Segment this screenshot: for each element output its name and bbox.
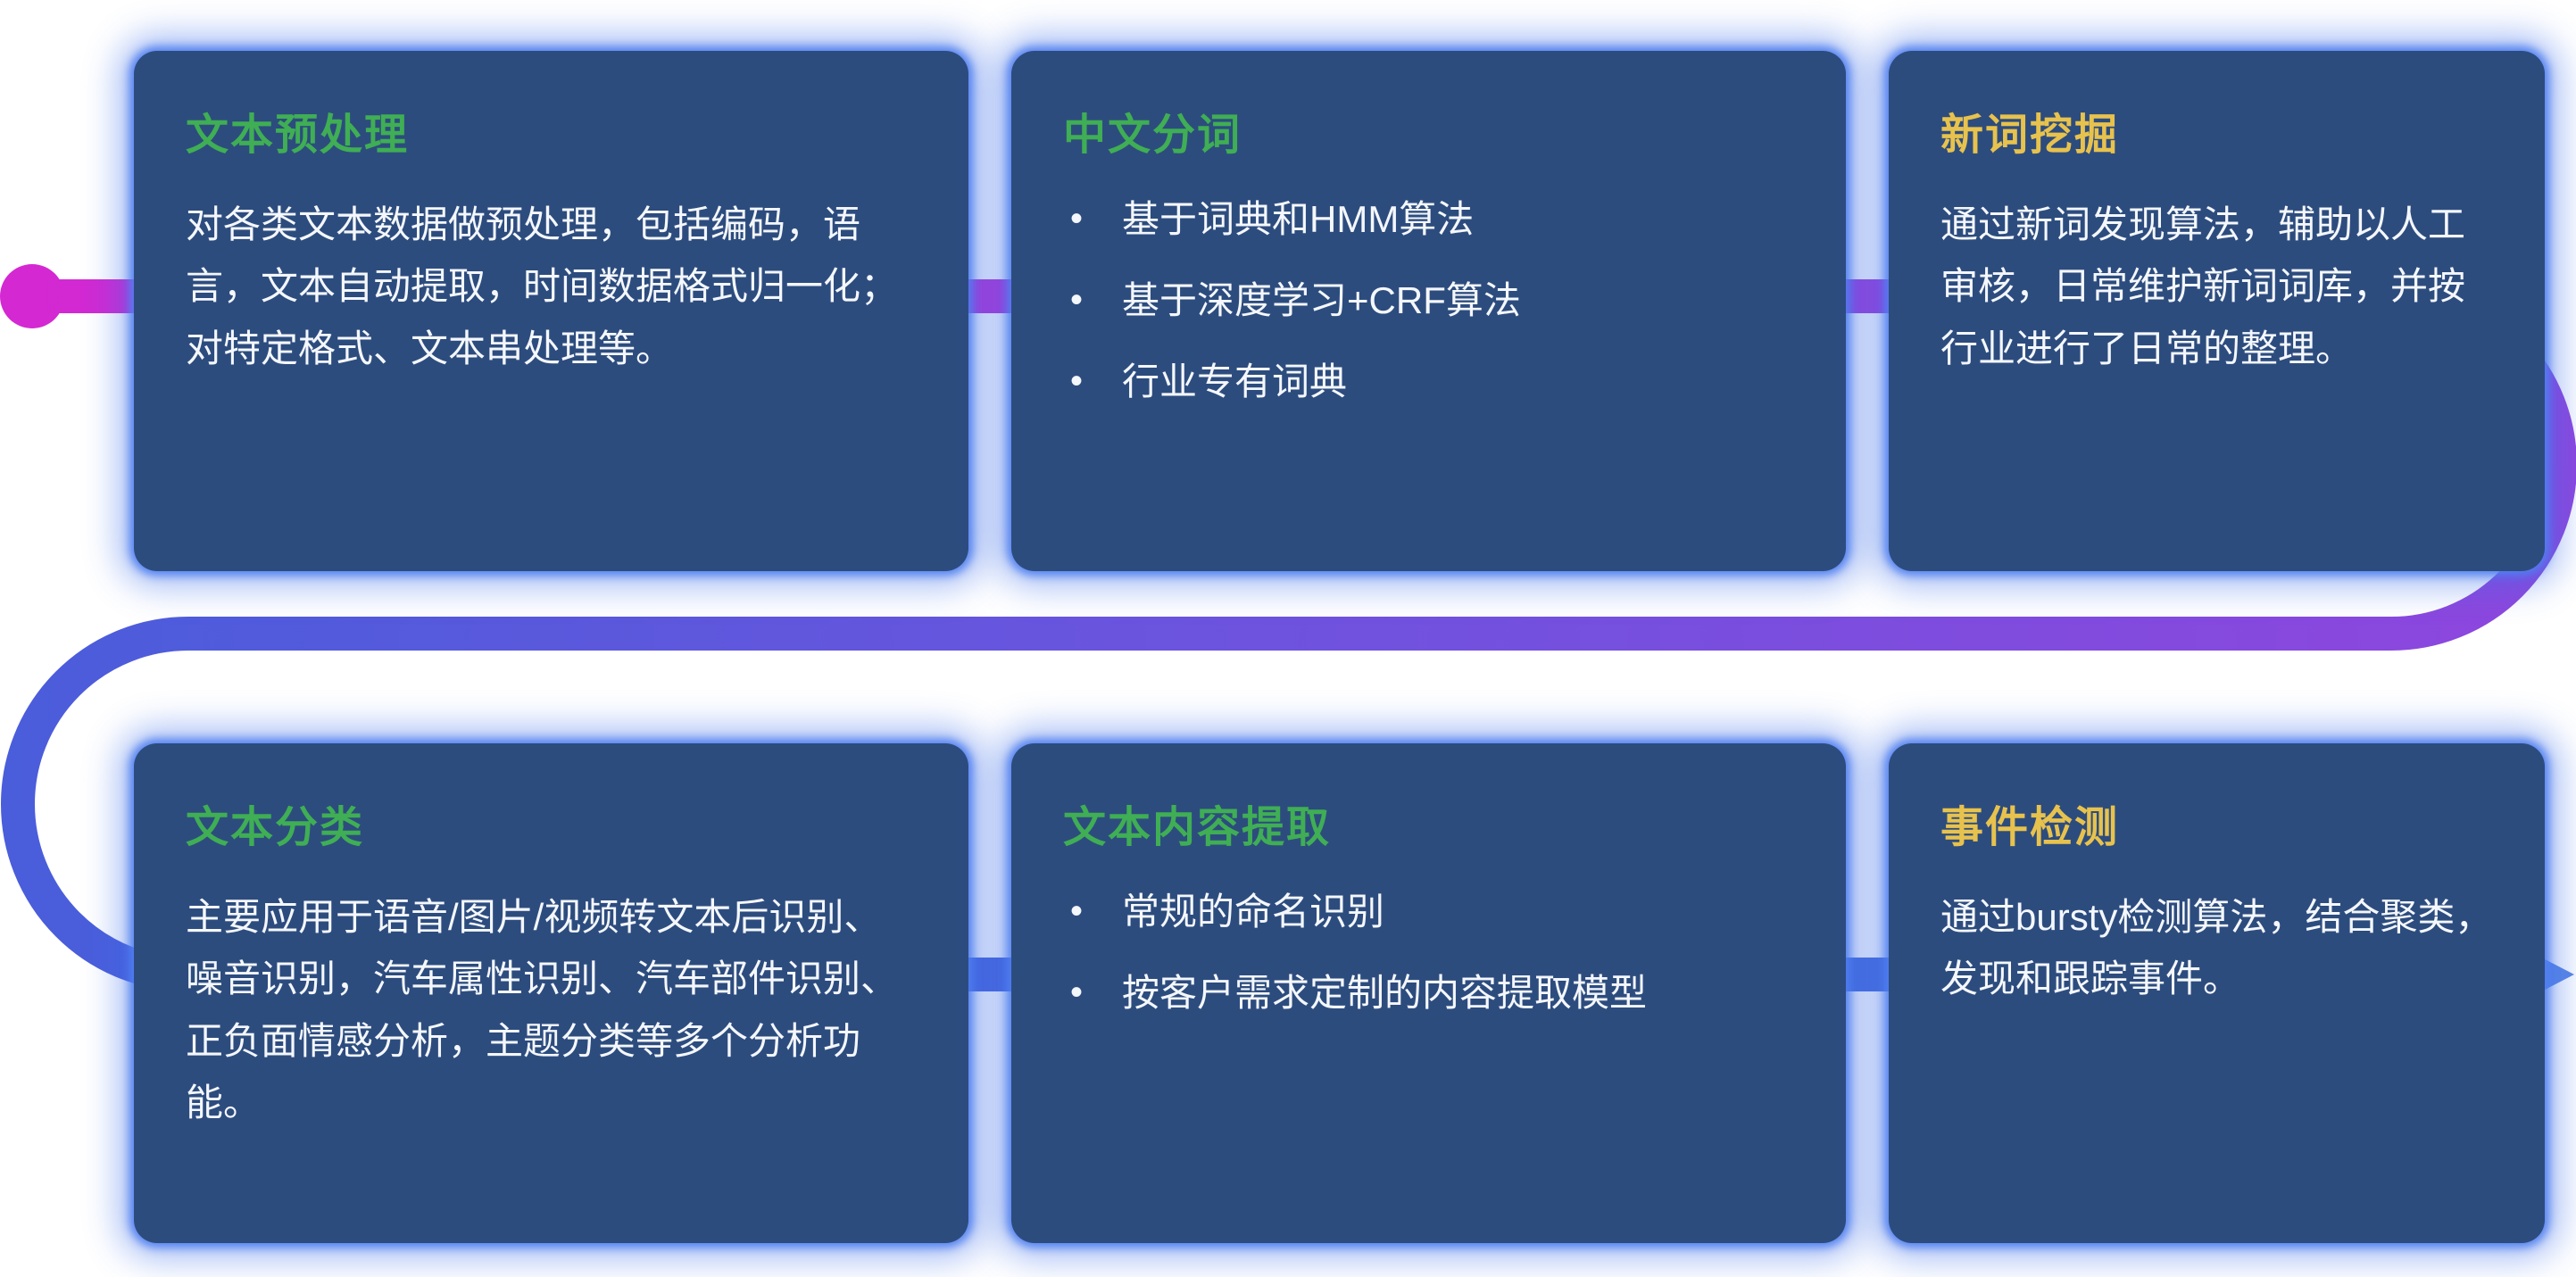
card-bullet-list: 常规的命名识别 按客户需求定制的内容提取模型 xyxy=(1063,886,1794,1020)
card-body: 主要应用于语音/图片/视频转文本后识别、噪音识别，汽车属性识别、汽车部件识别、正… xyxy=(186,896,899,1124)
card-body: 通过新词发现算法，辅助以人工审核，日常维护新词词库，并按行业进行了日常的整理。 xyxy=(1940,203,2466,369)
card-title: 文本内容提取 xyxy=(1063,804,1332,851)
bullet-text: 按客户需求定制的内容提取模型 xyxy=(1122,971,1648,1014)
bullet-item: 按客户需求定制的内容提取模型 xyxy=(1063,967,1794,1020)
card-chinese-word-segmentation: 中文分词 基于词典和HMM算法 基于深度学习+CRF算法 行业专有词典 xyxy=(1011,51,1846,571)
card-title: 文本预处理 xyxy=(186,112,410,159)
card-body: 对各类文本数据做预处理，包括编码，语言，文本自动提取，时间数据格式归一化；对特定… xyxy=(186,203,899,369)
card-event-detection: 事件检测 通过bursty检测算法，结合聚类，发现和跟踪事件。 xyxy=(1889,743,2545,1243)
bullet-text: 常规的命名识别 xyxy=(1122,891,1385,933)
bullet-text: 行业专有词典 xyxy=(1122,360,1348,402)
bullet-text: 基于深度学习+CRF算法 xyxy=(1122,278,1521,321)
bullet-item: 基于深度学习+CRF算法 xyxy=(1063,275,1794,328)
bullet-item: 常规的命名识别 xyxy=(1063,886,1794,939)
card-title: 中文分词 xyxy=(1063,112,1242,159)
card-text-classification: 文本分类 主要应用于语音/图片/视频转文本后识别、噪音识别，汽车属性识别、汽车部… xyxy=(134,743,968,1243)
card-new-word-mining: 新词挖掘 通过新词发现算法，辅助以人工审核，日常维护新词词库，并按行业进行了日常… xyxy=(1889,51,2545,571)
card-title: 事件检测 xyxy=(1940,804,2120,851)
card-title: 新词挖掘 xyxy=(1940,112,2120,159)
bullet-item: 行业专有词典 xyxy=(1063,356,1794,409)
card-text-content-extraction: 文本内容提取 常规的命名识别 按客户需求定制的内容提取模型 xyxy=(1011,743,1846,1243)
bullet-text: 基于词典和HMM算法 xyxy=(1122,198,1475,240)
card-body: 通过bursty检测算法，结合聚类，发现和跟踪事件。 xyxy=(1940,896,2493,1000)
card-title: 文本分类 xyxy=(186,804,365,851)
card-bullet-list: 基于词典和HMM算法 基于深度学习+CRF算法 行业专有词典 xyxy=(1063,194,1794,408)
card-text-preprocessing: 文本预处理 对各类文本数据做预处理，包括编码，语言，文本自动提取，时间数据格式归… xyxy=(134,51,968,571)
bullet-item: 基于词典和HMM算法 xyxy=(1063,194,1794,246)
